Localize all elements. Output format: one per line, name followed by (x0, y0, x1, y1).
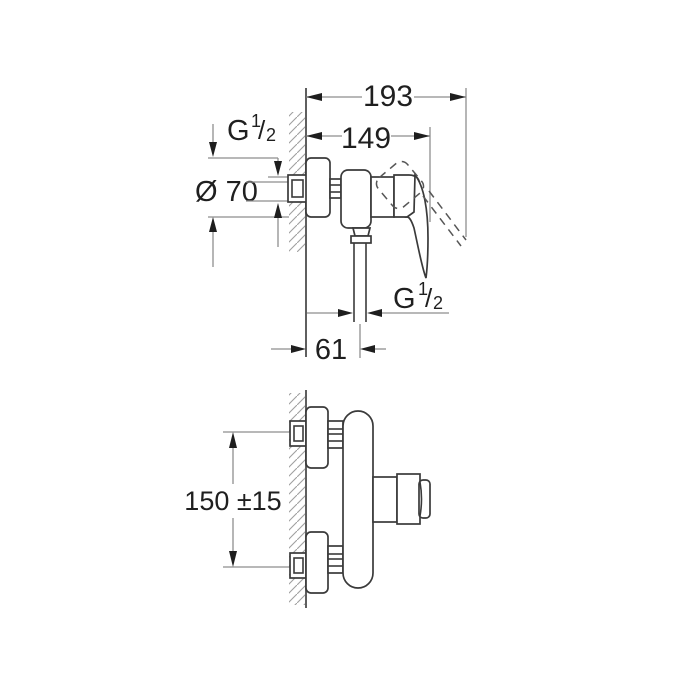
thread-denominator: 2 (433, 293, 443, 313)
arrowhead-up (229, 432, 237, 448)
thread-numerator: 1 (251, 111, 261, 131)
thread-slash: / (425, 283, 433, 313)
arrowhead-up (209, 217, 217, 232)
dim-label-dia70: Ø 70 (195, 176, 258, 208)
arrowhead-left (306, 132, 322, 140)
mixer-body-side (340, 169, 372, 229)
thread-label-top: G 1 / 2 (208, 111, 289, 178)
arrowhead-down (274, 161, 282, 176)
cartridge-housing (370, 176, 395, 218)
dimension-150: 150 ±15 (184, 431, 291, 568)
dimension-149: 149 (306, 122, 431, 222)
mixer-front-profile (289, 406, 431, 594)
dimension-escutcheon-diameter: Ø 70 (195, 176, 289, 267)
arrowhead-left (306, 93, 322, 101)
mixer-side-profile (287, 157, 429, 322)
handle-cap-dashed (375, 160, 425, 210)
handle-cap-front (396, 473, 421, 525)
upper-escutcheon (305, 406, 329, 469)
thread-numerator: 1 (418, 279, 428, 299)
lever-handle-down (404, 172, 429, 279)
lever-handle-raised-dashed (375, 160, 467, 247)
lower-escutcheon (305, 531, 329, 594)
thread-denominator: 2 (266, 125, 276, 145)
dimension-193: 193 (306, 80, 467, 237)
s-union-square (287, 174, 308, 203)
handle-neck-front (372, 476, 398, 523)
lever-dashed-edge (422, 195, 462, 247)
arrowhead-up (274, 203, 282, 218)
lower-s-union-inner (293, 557, 304, 574)
escutcheon-side (305, 157, 331, 218)
mixer-body-front (342, 410, 374, 589)
outlet-nut (350, 235, 372, 244)
arrowhead-right (291, 345, 306, 353)
thread-letter: G (227, 115, 250, 147)
arrowhead-left (367, 309, 382, 317)
outlet-neck (351, 227, 372, 237)
front-view: 150 ±15 (184, 390, 431, 608)
side-view: 193 149 G 1 / 2 Ø 70 (195, 80, 467, 366)
s-union-square-inner (291, 179, 304, 198)
dim-label-149: 149 (341, 122, 391, 155)
thread-slash: / (258, 115, 266, 145)
handle-end-curve (419, 481, 423, 517)
arrowhead-down (229, 551, 237, 567)
arrowhead-right (414, 132, 430, 140)
thread-label-bottom: G 1 / 2 (307, 279, 449, 317)
dim-label-150: 150 ±15 (184, 486, 281, 516)
arrowhead-left (360, 345, 375, 353)
upper-s-union-inner (293, 425, 304, 442)
dim-label-61: 61 (315, 334, 347, 366)
arrowhead-right (450, 93, 466, 101)
dim-label-193: 193 (363, 80, 413, 113)
dimension-61: 61 (271, 324, 386, 366)
union-nut-side (329, 178, 342, 199)
lever-dashed-edge (428, 190, 467, 241)
thread-letter: G (393, 283, 416, 315)
arrowhead-down (209, 142, 217, 157)
arrowhead-right (338, 309, 353, 317)
